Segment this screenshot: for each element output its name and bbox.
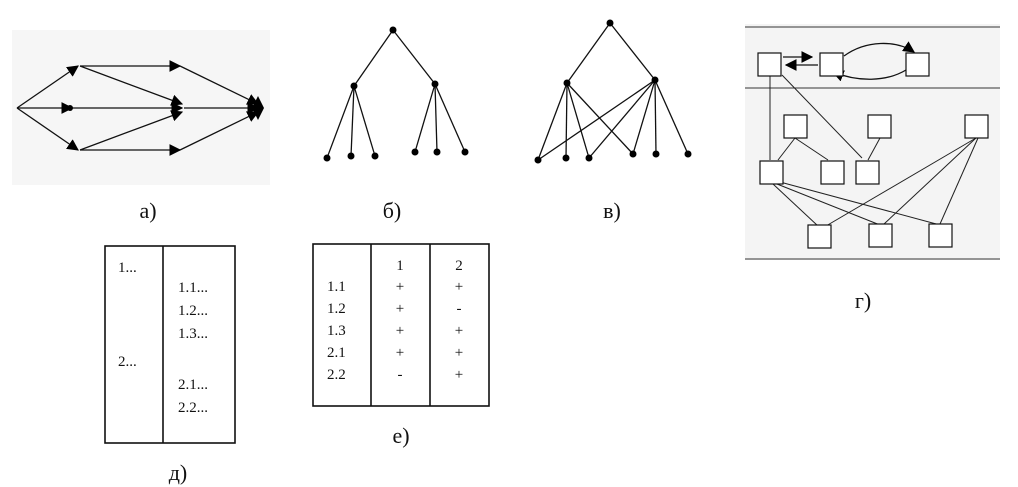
table-d-right-cell: 2.2... (178, 400, 208, 416)
table-e-cell: + (396, 345, 404, 361)
table-e-cell: + (396, 301, 404, 317)
table-e-row-label: 2.2 (327, 367, 346, 383)
table-e-header: 2 (455, 258, 463, 274)
label-g: г) (855, 288, 871, 313)
node (652, 150, 660, 158)
edge (843, 41, 915, 57)
tree-b (323, 26, 469, 162)
node (563, 79, 571, 87)
node (389, 26, 397, 34)
node (67, 105, 73, 111)
table-e-cell: - (457, 301, 462, 317)
table-e-row-label: 2.1 (327, 345, 346, 361)
table-d: 1... 2... 1.1... 1.2... 1.3... 2.1... 2.… (104, 245, 236, 444)
node (651, 76, 659, 84)
node (411, 148, 419, 156)
table-d-right-cell: 1.2... (178, 303, 208, 319)
node (252, 96, 264, 120)
table-e-cell: + (396, 279, 404, 295)
node (431, 80, 439, 88)
label-d: д) (169, 460, 188, 485)
table-d-frame (104, 245, 236, 444)
edge (79, 110, 184, 151)
table-e-header: 1 (396, 258, 404, 274)
table-d-right-cell: 1.3... (178, 326, 208, 342)
box (905, 52, 930, 77)
box (867, 114, 892, 139)
table-e-row-label: 1.3 (327, 323, 346, 339)
table-e-row-label: 1.2 (327, 301, 346, 317)
label-v: в) (603, 198, 621, 223)
table-e-row-label: 1.1 (327, 279, 346, 295)
node (350, 82, 358, 90)
diagram-g (745, 24, 1000, 260)
node (562, 154, 570, 162)
box (783, 114, 808, 139)
graph-v (534, 19, 692, 164)
table-e-cell: + (455, 279, 463, 295)
box (819, 52, 844, 77)
table-d-left-cell: 1... (118, 260, 137, 276)
graph-a (12, 30, 270, 185)
box (757, 52, 782, 77)
table-d-right-cell: 2.1... (178, 377, 208, 393)
table-d-left-cell: 2... (118, 354, 137, 370)
box (820, 160, 845, 185)
node (461, 148, 469, 156)
box (868, 223, 893, 248)
node (347, 152, 355, 160)
table-e-frame (312, 243, 490, 407)
table-e-cell: + (455, 345, 463, 361)
table-e: 1 2 1.1 + + 1.2 + - 1.3 + + 2.1 + + 2.2 … (312, 243, 490, 407)
edge (179, 111, 260, 151)
table-e-cell: + (455, 367, 463, 383)
box (759, 160, 784, 185)
node (323, 154, 331, 162)
node (606, 19, 614, 27)
table-e-cell: + (396, 323, 404, 339)
node (534, 156, 542, 164)
node (629, 150, 637, 158)
node (371, 152, 379, 160)
box (855, 160, 880, 185)
edge (179, 65, 260, 105)
edge (79, 65, 184, 106)
label-a: а) (139, 198, 156, 223)
label-e: е) (392, 423, 409, 448)
label-b: б) (383, 198, 402, 223)
box (928, 223, 953, 248)
edge (16, 107, 79, 151)
edge (16, 65, 79, 109)
table-d-right-cell: 1.1... (178, 280, 208, 296)
box (807, 224, 832, 249)
node (684, 150, 692, 158)
node (433, 148, 441, 156)
box (964, 114, 989, 139)
table-e-cell: - (398, 367, 403, 383)
table-e-cell: + (455, 323, 463, 339)
node (585, 154, 593, 162)
